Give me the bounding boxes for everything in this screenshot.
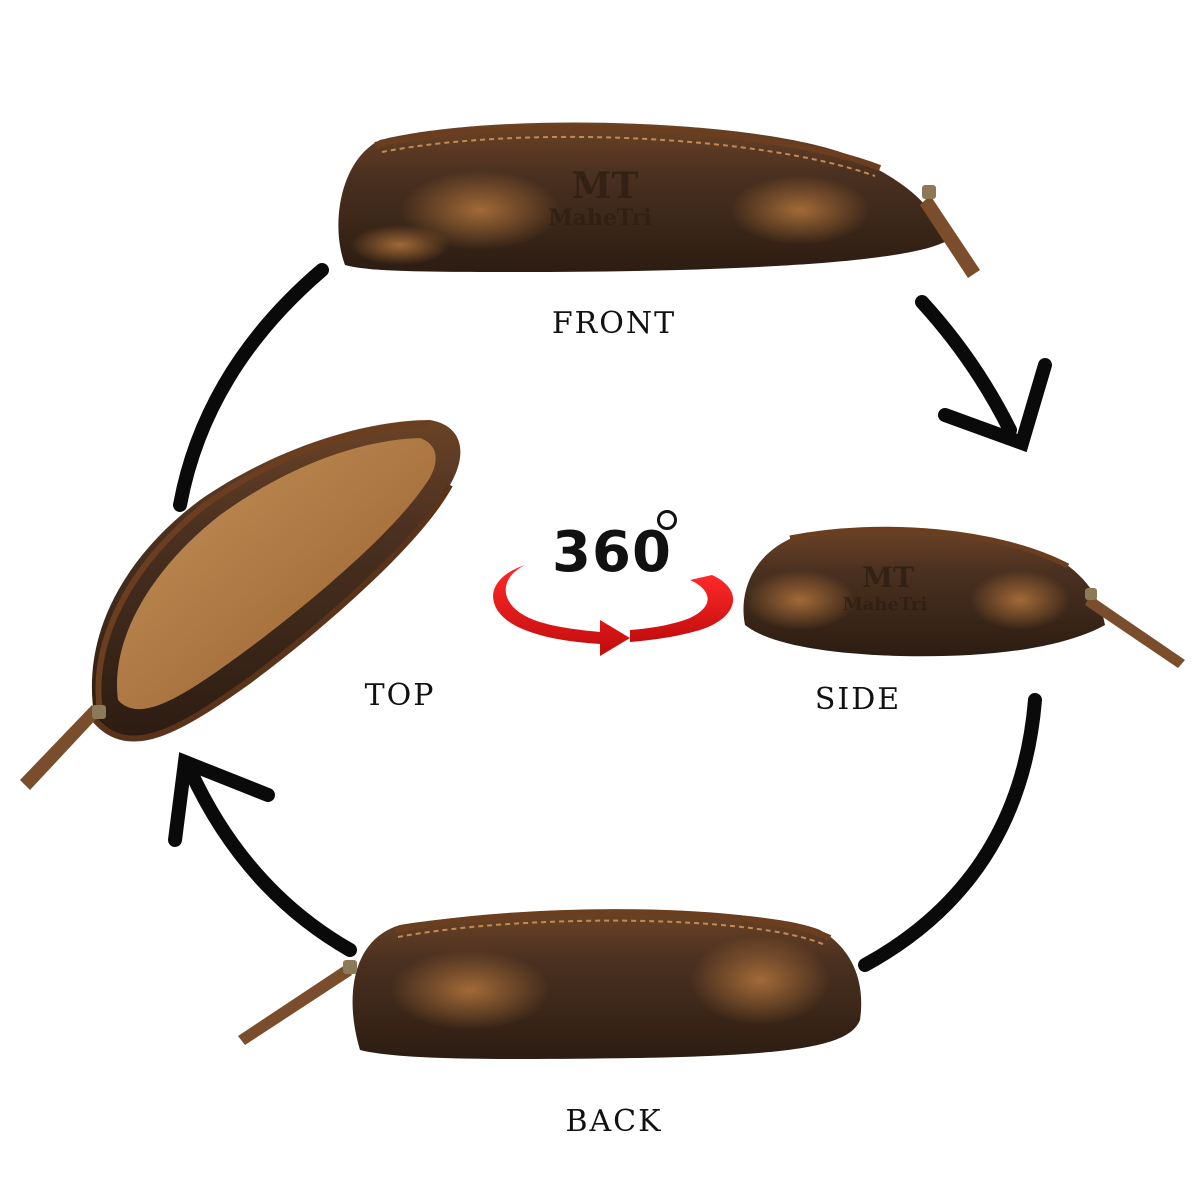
svg-text:MaheTri: MaheTri bbox=[843, 594, 928, 615]
arrowhead-bottom-left bbox=[168, 752, 275, 847]
brand-emboss-front: MaheTri bbox=[548, 205, 651, 231]
svg-text:MT: MT bbox=[862, 561, 914, 594]
pouch-front: MaheTri MT bbox=[338, 122, 980, 278]
rotation-degree-value: 360 bbox=[552, 520, 672, 585]
pouch-top-open bbox=[20, 420, 461, 790]
arc-top-right bbox=[915, 295, 1017, 437]
arrowhead-top-right bbox=[938, 358, 1052, 453]
arc-bottom-left bbox=[183, 763, 357, 957]
degree-symbol-icon bbox=[657, 510, 677, 530]
arc-top-left bbox=[173, 263, 329, 512]
cycle-arrows bbox=[168, 263, 1052, 972]
pouch-back bbox=[238, 909, 862, 1060]
pouch-side: MaheTri MT bbox=[743, 526, 1185, 668]
view-label-top: TOP bbox=[364, 678, 436, 713]
view-label-back: BACK bbox=[565, 1104, 663, 1139]
monogram-front: MT bbox=[572, 165, 639, 207]
rotate-360-icon bbox=[493, 565, 734, 656]
view-label-side: SIDE bbox=[814, 682, 902, 717]
view-label-front: FRONT bbox=[551, 306, 677, 341]
arc-bottom-right bbox=[858, 693, 1042, 972]
